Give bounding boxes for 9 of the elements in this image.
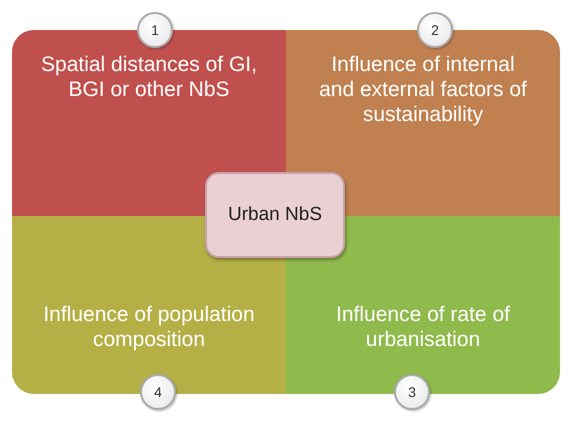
number-badge: 3 — [394, 374, 430, 410]
number-badge: 1 — [137, 12, 173, 48]
quadrant-text: Influence of population composition — [42, 302, 256, 352]
quadrant-text: Spatial distances of GI, BGI or other NbS — [40, 52, 258, 102]
center-box: Urban NbS — [205, 172, 345, 258]
number-badge: 2 — [417, 12, 453, 48]
quadrant-text: Influence of rate of urbanisation — [335, 302, 511, 352]
quadrant-text: Influence of internal and external factors of sustainability — [318, 52, 528, 128]
number-badge: 4 — [140, 374, 176, 410]
